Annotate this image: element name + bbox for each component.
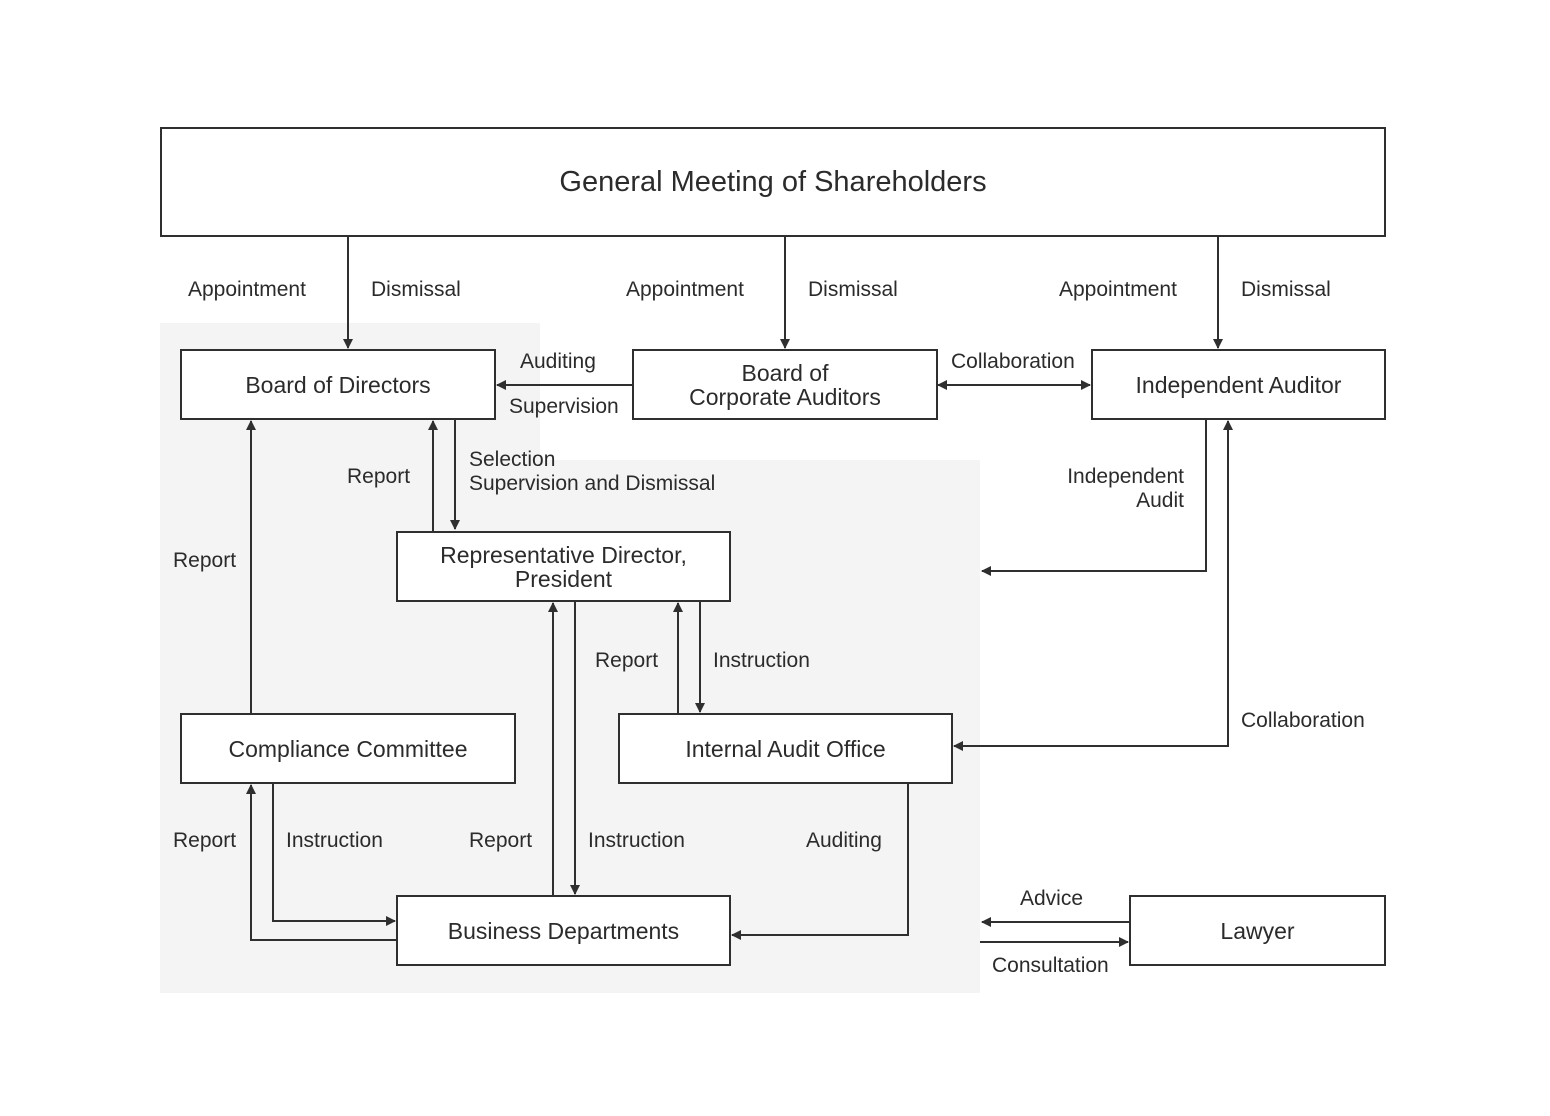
label-instruction-rep: Instruction — [588, 829, 685, 852]
node-board-of-directors: Board of Directors — [180, 349, 496, 420]
label-auditing-bottom: Auditing — [806, 829, 882, 852]
label-appointment-auditors: Appointment — [626, 278, 744, 301]
node-corporate-auditors-line1: Board of — [741, 359, 829, 386]
label-report-bd-compliance: Report — [173, 829, 237, 852]
node-business-departments-label: Business Departments — [447, 917, 680, 944]
label-advice: Advice — [1020, 887, 1084, 910]
label-supervision: Supervision — [509, 395, 619, 418]
label-dismissal-auditors: Dismissal — [808, 278, 898, 301]
node-shareholders: General Meeting of Shareholders — [160, 127, 1386, 237]
label-dismissal-independent: Dismissal — [1241, 278, 1331, 301]
label-instruction-internal-audit: Instruction — [713, 649, 810, 672]
node-business-departments: Business Departments — [396, 895, 731, 966]
node-corporate-auditors-line2: Corporate Auditors — [689, 383, 881, 410]
node-independent-auditor: Independent Auditor — [1091, 349, 1386, 420]
label-collaboration-top: Collaboration — [951, 350, 1075, 373]
node-lawyer: Lawyer — [1129, 895, 1386, 966]
node-representative-director: Representative Director, President — [396, 531, 731, 602]
arrow-independent-internal-collab — [953, 420, 1233, 751]
node-shareholders-label: General Meeting of Shareholders — [559, 166, 987, 198]
node-independent-auditor-label: Independent Auditor — [1135, 371, 1342, 398]
node-representative-director-line2: President — [514, 565, 613, 592]
label-dismissal-board: Dismissal — [371, 278, 461, 301]
label-report-compliance-board: Report — [173, 549, 237, 572]
label-report-bd-rep: Report — [469, 829, 533, 852]
label-independent-audit-line2: Audit — [1136, 489, 1184, 512]
arrow-ia-auditing-bd — [731, 783, 909, 940]
label-collaboration-right: Collaboration — [1241, 709, 1365, 732]
label-appointment-board: Appointment — [188, 278, 306, 301]
label-selection: Selection — [469, 448, 556, 471]
label-consultation: Consultation — [992, 954, 1109, 977]
arrow-bd-to-compliance-report — [246, 784, 397, 941]
node-compliance-committee: Compliance Committee — [180, 713, 516, 784]
node-lawyer-label: Lawyer — [1220, 917, 1295, 944]
label-instruction-compliance: Instruction — [286, 829, 383, 852]
label-independent-audit: Independent Audit — [1040, 465, 1184, 513]
node-compliance-committee-label: Compliance Committee — [228, 735, 468, 762]
arrow-compliance-to-bd-instruction — [272, 783, 396, 926]
label-appointment-independent: Appointment — [1059, 278, 1177, 301]
node-representative-director-line1: Representative Director, — [440, 541, 687, 568]
node-internal-audit-office-label: Internal Audit Office — [685, 735, 886, 762]
label-auditing-top: Auditing — [520, 350, 596, 373]
node-board-of-directors-label: Board of Directors — [245, 371, 431, 398]
node-internal-audit-office: Internal Audit Office — [618, 713, 953, 784]
label-report-board: Report — [347, 465, 411, 488]
node-corporate-auditors: Board of Corporate Auditors — [632, 349, 938, 420]
label-report-internal-audit: Report — [595, 649, 659, 672]
label-supervision-dismissal: Supervision and Dismissal — [469, 472, 716, 495]
label-independent-audit-line1: Independent — [1067, 465, 1184, 488]
